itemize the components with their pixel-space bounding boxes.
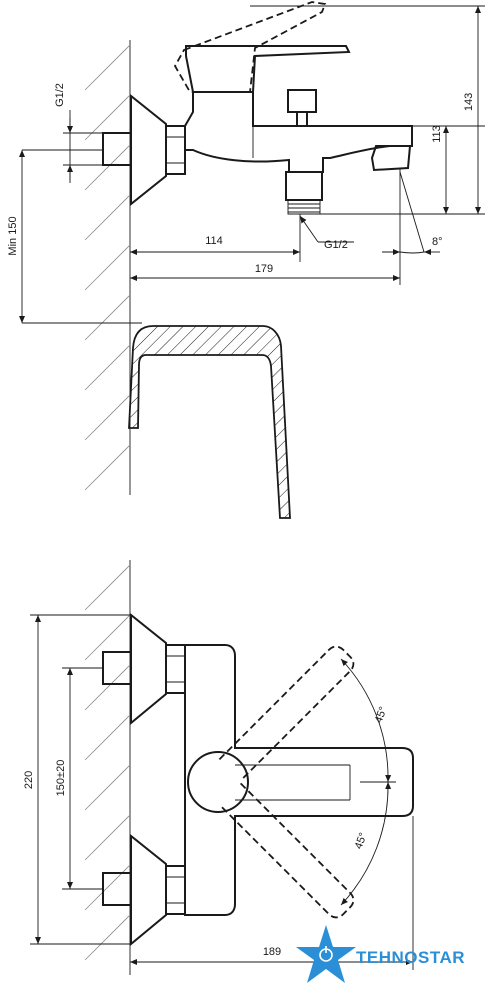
- star-logo-icon: [296, 925, 356, 983]
- dim-189-label: 189: [263, 946, 281, 958]
- upper-nut: [165, 644, 186, 694]
- spout-section: [128, 325, 291, 519]
- lever-handle-raised: [173, 1, 327, 93]
- watermark: TEHNOSTAR: [296, 925, 465, 983]
- cartridge: [187, 751, 249, 813]
- watermark-brand: TEHNOSTAR: [356, 948, 465, 967]
- dim-114-label: 114: [205, 235, 223, 247]
- angle-arc-lower: [340, 781, 392, 906]
- lower-escutcheon: [130, 833, 167, 947]
- outlet-connector: [285, 171, 323, 201]
- thread-outlet-label: G1/2: [324, 239, 348, 251]
- lever-rotated-lower: [218, 782, 355, 919]
- top-view: 45° 45° 220 150±20 189: [23, 560, 414, 975]
- lever-rotated-upper: [218, 645, 355, 782]
- diverter-knob: [287, 89, 317, 113]
- connection-nut: [165, 125, 186, 175]
- wall-hatching: [84, 44, 131, 491]
- diverter-stem: [296, 111, 308, 127]
- angle-arc: [399, 251, 425, 254]
- upper-escutcheon: [130, 612, 167, 726]
- dim-220-label: 220: [23, 771, 35, 789]
- lever-handle: [185, 45, 351, 93]
- lower-nut: [165, 865, 186, 915]
- dim-179-label: 179: [255, 263, 273, 275]
- mixer-body-top: [184, 644, 414, 916]
- escutcheon: [130, 93, 167, 207]
- mixer-body: [184, 91, 413, 173]
- angle-lower-label: 45°: [353, 831, 370, 851]
- dim-143-label: 143: [463, 93, 475, 111]
- dim-spacing-label: 150±20: [55, 760, 67, 797]
- supply-pipe: [102, 132, 132, 166]
- spout-outlet: [370, 145, 412, 172]
- wall-hatching-top: [84, 564, 131, 961]
- side-view: G1/2 Min 150 113 143 114 G1/2 179 8°: [7, 1, 485, 519]
- thread-inlet-label: G1/2: [54, 83, 66, 107]
- angle-label: 8°: [432, 236, 443, 248]
- min-height-label: Min 150: [7, 216, 19, 255]
- angle-arc-upper: [340, 658, 392, 783]
- dim-113-label: 113: [431, 125, 443, 143]
- outlet-thread: [287, 200, 321, 215]
- angle-upper-label: 45°: [373, 705, 390, 725]
